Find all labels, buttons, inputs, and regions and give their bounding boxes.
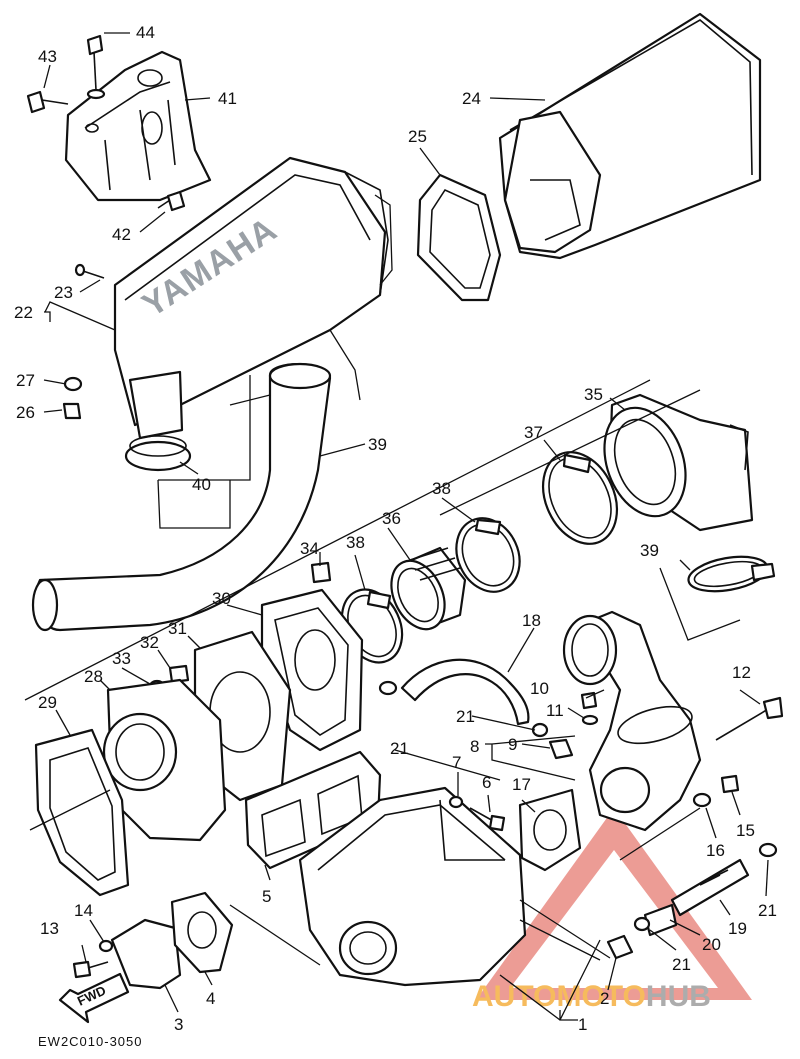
callout-11: 11 [546,701,564,720]
plate-17 [518,788,582,872]
callout-14: 14 [74,901,93,920]
callout-24: 24 [462,89,481,108]
callout-28: 28 [84,667,103,686]
callout-29: 29 [38,693,57,712]
washer-16 [692,792,712,808]
callout-38-left: 38 [346,533,365,552]
callout-33: 33 [112,649,131,668]
bolt-26 [62,402,82,420]
fitting-19 [670,858,750,917]
callout-27: 27 [16,371,35,390]
clip-21-d [633,916,651,932]
callout-18: 18 [522,611,541,630]
forward-direction-arrow: FWD [58,972,130,1024]
clip-21-a [378,680,398,696]
bolt-43 [26,90,69,114]
callout-44: 44 [136,23,155,42]
callout-40: 40 [192,475,211,494]
clip-21-c [758,842,778,858]
water-lock-1 [298,786,527,987]
callout-19: 19 [728,919,747,938]
callout-8: 8 [470,737,479,756]
callout-41: 41 [218,89,237,108]
callout-34: 34 [300,539,319,558]
callout-42: 42 [112,225,131,244]
gasket-4 [170,891,234,974]
callout-37: 37 [524,423,543,442]
bolt-42 [157,190,186,212]
bolt-12 [715,696,784,741]
callout-16: 16 [706,841,725,860]
callout-15: 15 [736,821,755,840]
clip-21-b [531,722,549,738]
watermark-text: AUTOMOTOHUB [472,980,711,1013]
callout-31: 31 [168,619,187,638]
callout-21-b: 21 [456,707,475,726]
callout-30: 30 [212,589,231,608]
callout-13: 13 [40,919,59,938]
callout-20: 20 [702,935,721,954]
bracket-41 [64,50,212,202]
silencer-22: YAMAHA [113,156,389,472]
callout-38-right: 38 [432,479,451,498]
callout-26: 26 [16,403,35,422]
callout-32: 32 [140,633,159,652]
joint-36 [390,546,467,631]
callout-12: 12 [732,663,751,682]
gasket-29 [34,728,130,897]
washer-11 [581,714,599,726]
hose-39 [31,362,332,632]
bolt-10 [580,691,598,710]
exhaust-manifold-28 [102,678,227,842]
clamp-39 [687,555,776,593]
callout-7: 7 [452,753,461,772]
gasket-25 [416,173,502,302]
callout-5: 5 [262,887,271,906]
fitting-9 [548,738,574,760]
bolt-6 [469,807,506,832]
hose-18 [400,658,530,726]
washer-27 [63,376,83,392]
bolt-23 [74,263,105,279]
clamp-38-right [455,517,521,593]
bolt-34 [310,561,332,584]
callout-36: 36 [382,509,401,528]
callout-4: 4 [206,989,215,1008]
callout-21-a: 21 [390,739,409,758]
callout-2: 2 [600,989,609,1008]
bolt-32 [168,664,190,684]
washer-14 [98,939,114,953]
bolt-15 [720,774,740,794]
callout-21-d: 21 [672,955,691,974]
cover-3 [110,918,182,990]
callout-35: 35 [584,385,603,404]
clamp-37 [542,451,618,545]
watermark-triangle [476,808,752,1000]
fitting-2 [606,934,634,960]
elbow-35 [603,393,754,532]
callout-6: 6 [482,773,491,792]
callout-25: 25 [408,127,427,146]
callout-39-top: 39 [368,435,387,454]
callout-10: 10 [530,679,549,698]
callout-39-right: 39 [640,541,659,560]
callout-labels: 44 43 41 42 23 22 27 26 24 25 39 40 35 3… [14,23,777,1034]
silencer-24 [498,12,762,260]
callout-23: 23 [54,283,73,302]
callout-21-c: 21 [758,901,777,920]
callout-9: 9 [508,735,517,754]
elbow-8 [562,610,702,832]
leader-lines [24,32,769,1021]
washer-7 [448,795,464,809]
callout-1: 1 [578,1015,587,1034]
watermark-text-hub: HUB [646,980,711,1013]
callout-3: 3 [174,1015,183,1034]
callout-43: 43 [38,47,57,66]
callout-17: 17 [512,775,531,794]
drawing-code: EW2C010-3050 [38,1034,143,1049]
callout-22: 22 [14,303,33,322]
bolt-44 [86,34,106,100]
bolt-13 [72,960,109,979]
